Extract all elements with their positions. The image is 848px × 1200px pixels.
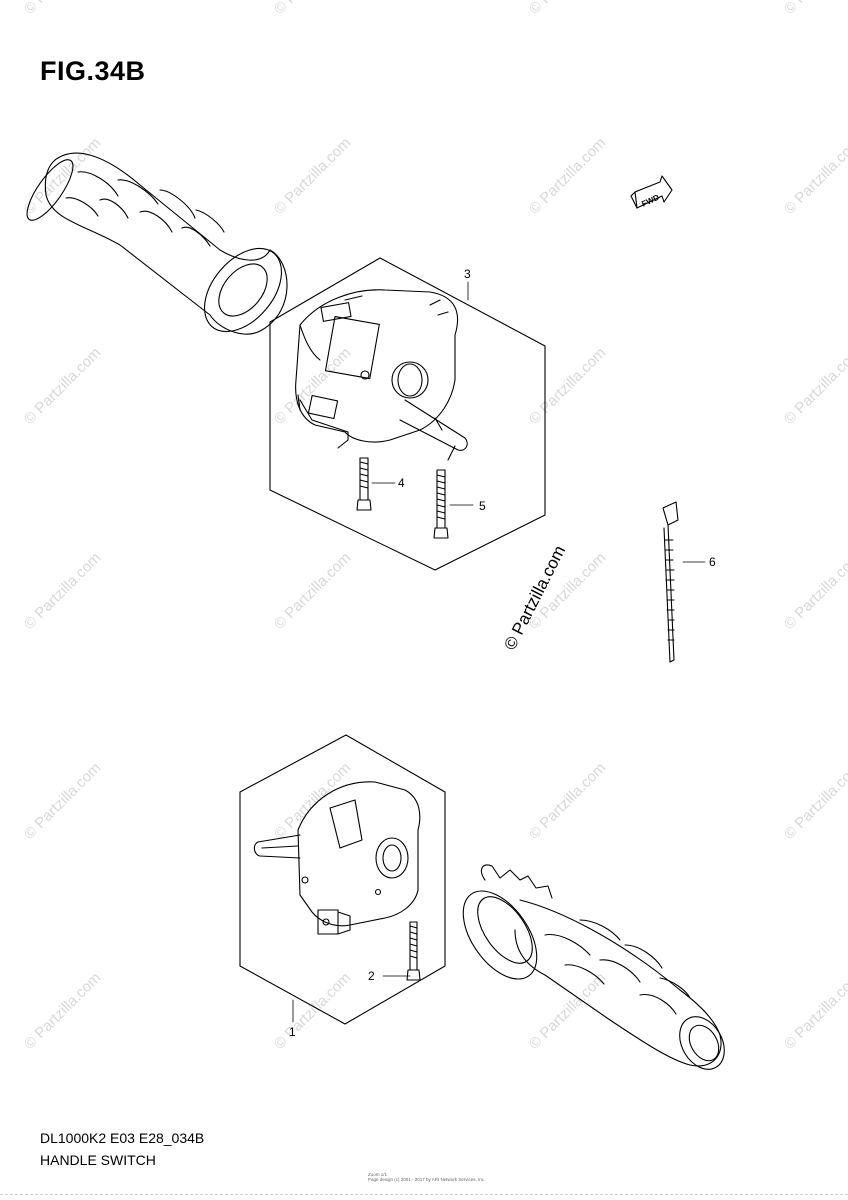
leader-lines <box>292 281 706 1023</box>
left-handle-switch <box>295 289 468 461</box>
callout-1: 1 <box>289 1025 296 1039</box>
screw-4 <box>356 457 372 511</box>
callout-3: 3 <box>464 267 471 281</box>
callout-6: 6 <box>709 555 716 569</box>
callout-4: 4 <box>398 476 405 490</box>
callout-5: 5 <box>479 499 486 513</box>
figure-title: FIG.34B <box>40 56 146 86</box>
screw-5 <box>433 469 449 539</box>
callout-2: 2 <box>368 969 375 983</box>
zoom-text: Zoom 1/1 <box>368 1172 388 1177</box>
footer-small-print: Zoom 1/1 Page design (c) 2001 - 2017 by … <box>368 1172 485 1182</box>
part-1-outline <box>239 734 446 1025</box>
cable-tie-6 <box>662 501 679 663</box>
forward-arrow-icon: FWD <box>630 175 673 209</box>
page-design-text: Page design (c) 2001 - 2017 by ARI Netwo… <box>368 1177 486 1182</box>
model-code: DL1000K2 E03 E28_034B <box>40 1130 205 1146</box>
left-handlebar-grip <box>26 152 288 335</box>
part-3-outline <box>269 257 546 571</box>
diagram-caption: HANDLE SWITCH <box>40 1152 156 1168</box>
right-handlebar-grip <box>462 864 725 1070</box>
callouts: 3 4 5 6 2 1 <box>289 267 716 1039</box>
page-bottom-border <box>0 1194 848 1195</box>
screw-2 <box>406 921 421 981</box>
right-handle-switch <box>253 781 421 935</box>
